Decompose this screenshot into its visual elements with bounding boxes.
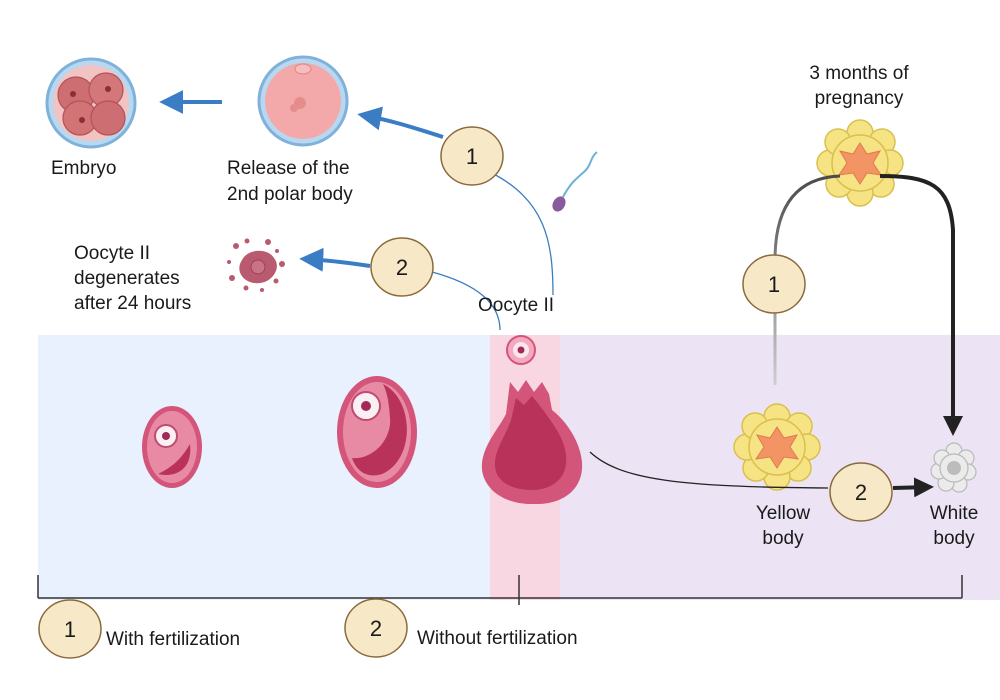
svg-text:2: 2 (370, 616, 382, 641)
label-embryo: Embryo (51, 158, 116, 179)
label-pregnancy-2: pregnancy (815, 88, 904, 109)
zygote-icon (257, 55, 349, 147)
secondary-follicle (337, 376, 417, 488)
label-yellow-body-2: body (762, 528, 804, 549)
zone-fertilization (38, 335, 490, 600)
degenerating-oocyte-icon (227, 238, 285, 292)
label-white-body-2: body (933, 528, 975, 549)
pregnancy-to-white-body-arrow (879, 174, 963, 436)
luteal-path (589, 451, 829, 489)
badge-pregnancy: 1 (742, 254, 806, 314)
label-pregnancy-1: 3 months of (809, 63, 909, 84)
ruptured-follicle (481, 380, 583, 505)
svg-text:1: 1 (466, 144, 478, 169)
primary-follicle (142, 406, 202, 488)
label-degenerates-3: after 24 hours (74, 293, 191, 314)
fertilization-path (489, 171, 554, 296)
label-release-polar-1: Release of the (227, 158, 350, 179)
badge-no-fertilization: 2 (370, 237, 434, 297)
svg-text:2: 2 (855, 480, 867, 505)
label-release-polar-2: 2nd polar body (227, 184, 353, 205)
yellow-body-icon (733, 403, 821, 491)
embryo-icon (45, 57, 137, 149)
label-degenerates-2: degenerates (74, 268, 180, 289)
timeline-bracket (37, 575, 963, 605)
badge-fertilization: 1 (440, 126, 504, 186)
sperm-icon (552, 151, 598, 212)
degeneration-arrow (299, 247, 371, 272)
no-fertilization-path (431, 271, 501, 331)
regression-arrow (892, 477, 934, 498)
white-body-icon (930, 442, 977, 493)
badge-regression: 2 (829, 462, 893, 522)
pregnancy-yellow-body-icon (816, 119, 904, 207)
svg-text:1: 1 (64, 617, 76, 642)
legend-item-no-fertilization: 2 Without fertilization (344, 598, 578, 658)
label-oocyte-ii: Oocyte II (478, 295, 554, 316)
fertilization-arrow (357, 106, 444, 139)
label-white-body-1: White (930, 503, 979, 524)
released-oocyte (506, 335, 536, 365)
svg-text:1: 1 (768, 272, 780, 297)
svg-text:Without fertilization: Without fertilization (417, 628, 578, 649)
svg-text:With fertilization: With fertilization (106, 629, 240, 650)
legend-item-fertilization: 1 With fertilization (38, 599, 240, 659)
label-yellow-body-1: Yellow (756, 503, 811, 524)
svg-text:2: 2 (396, 255, 408, 280)
label-degenerates-1: Oocyte II (74, 243, 150, 264)
